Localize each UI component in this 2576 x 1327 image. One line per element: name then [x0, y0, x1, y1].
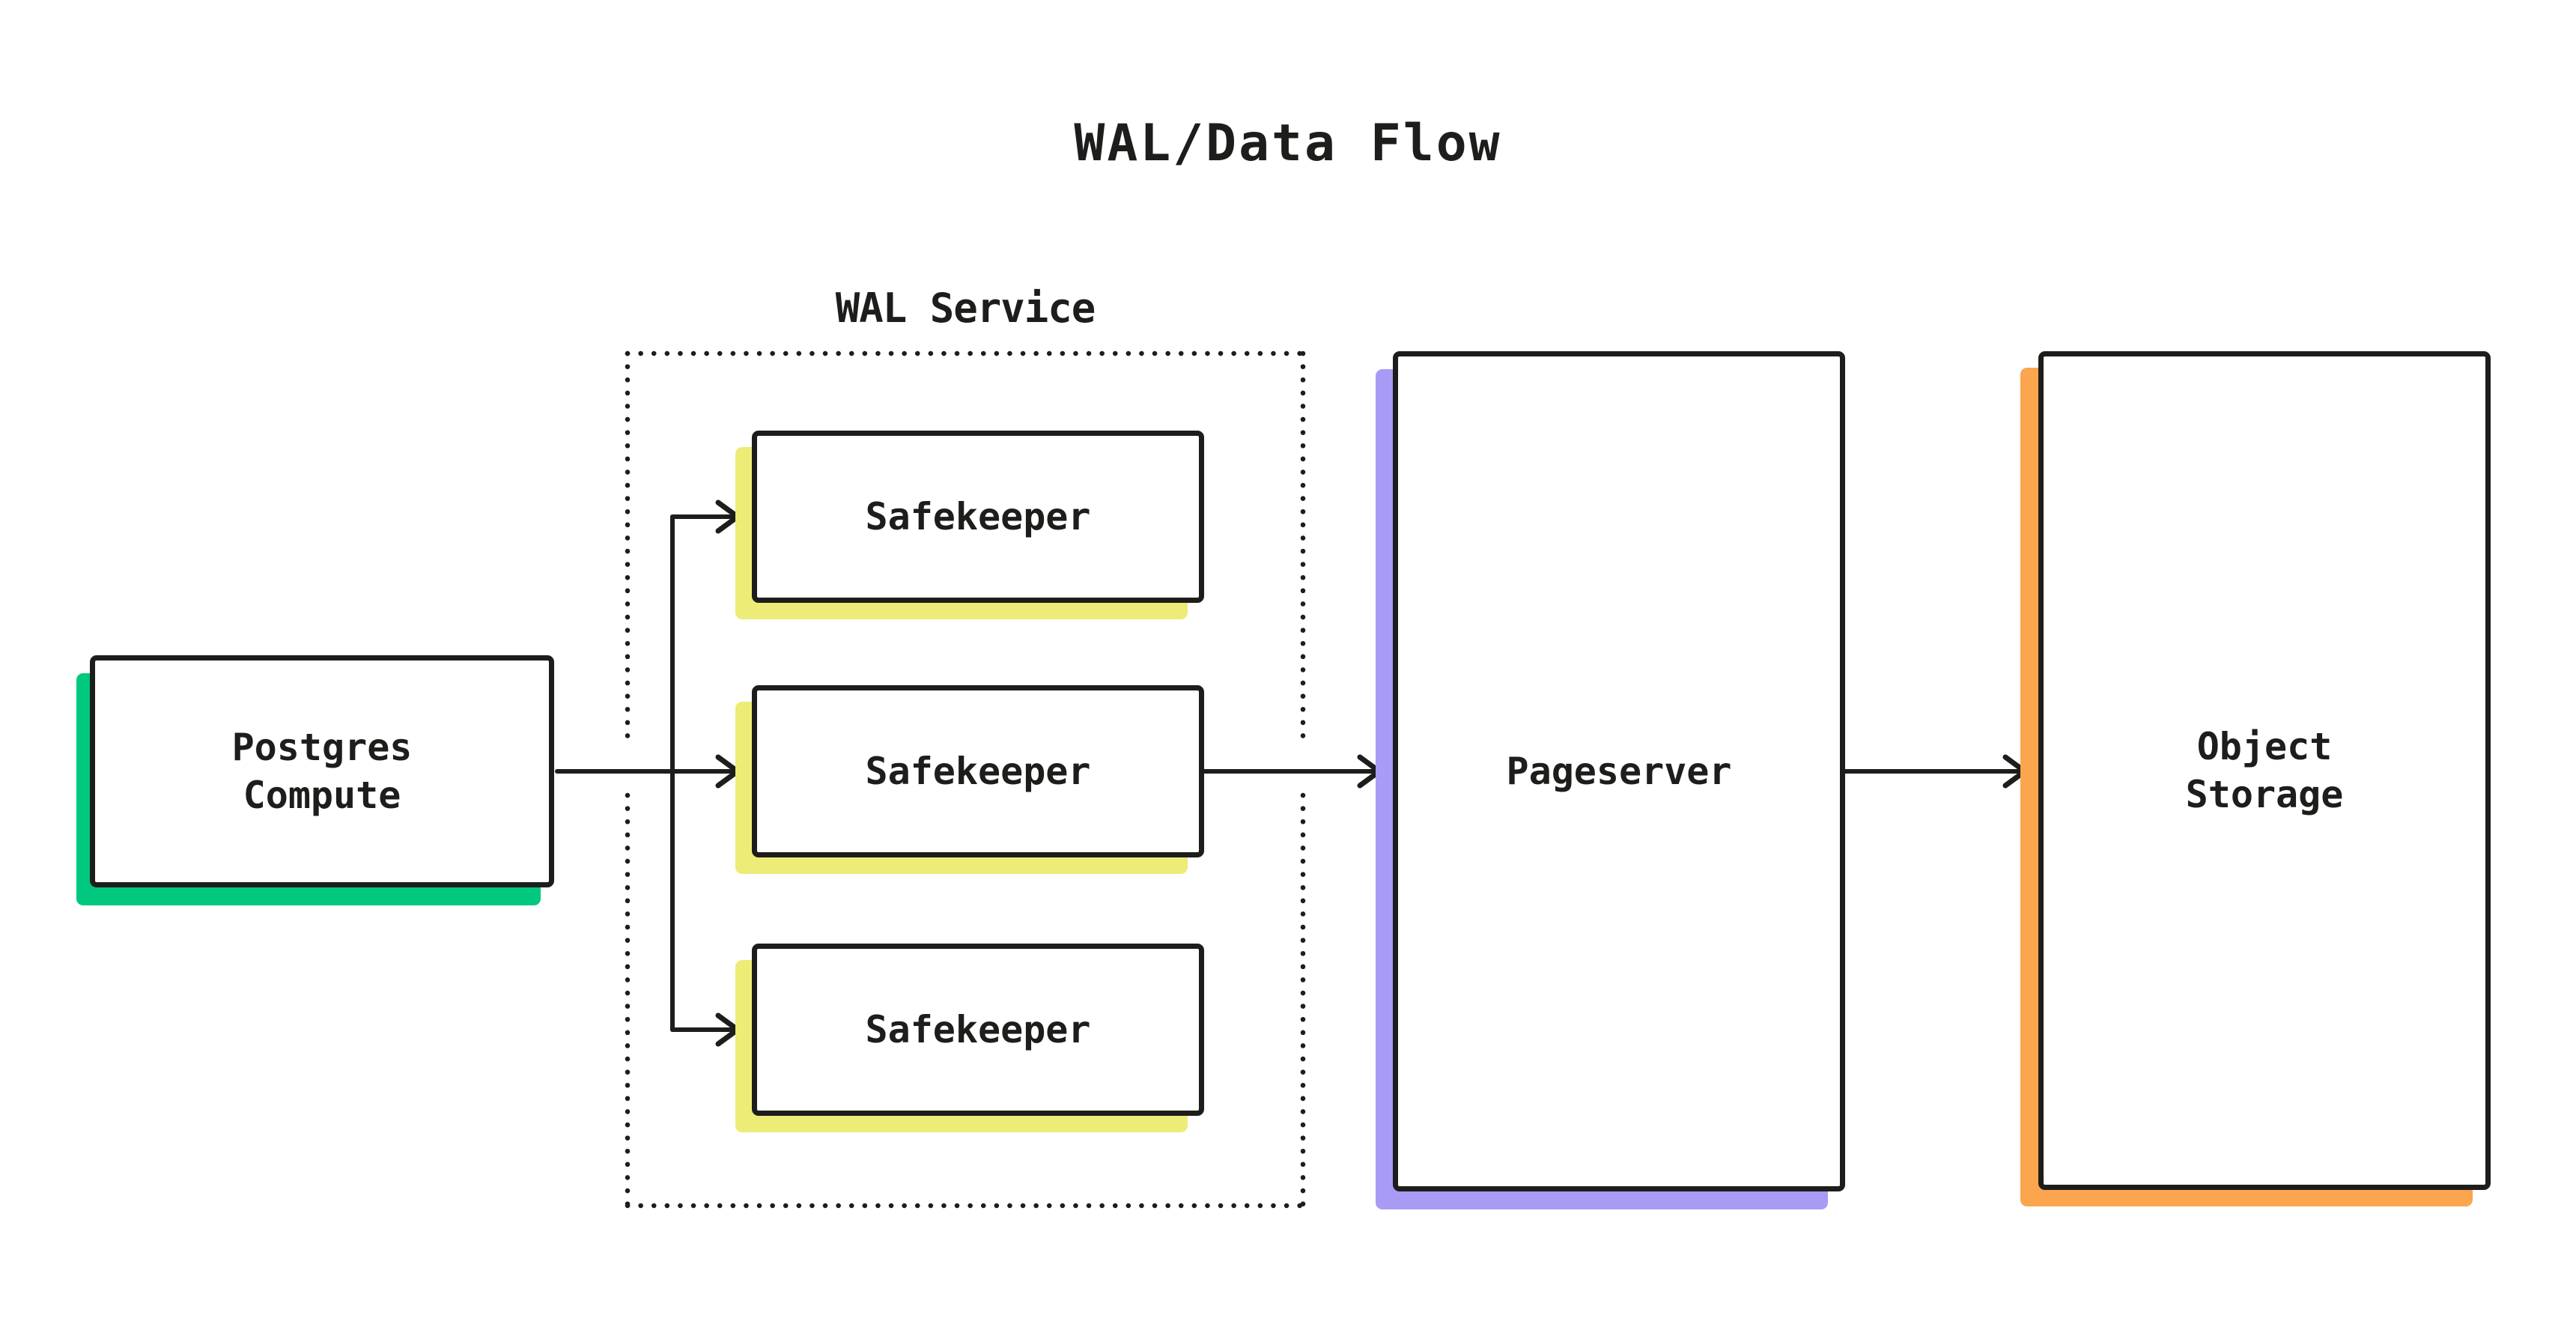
node-safekeeper-2-label: Safekeeper — [865, 750, 1091, 793]
node-object-storage: Object Storage — [2038, 351, 2491, 1190]
arrowhead-object-storage — [2002, 754, 2028, 789]
arrowhead-safekeeper-3 — [715, 1012, 741, 1047]
node-pageserver: Pageserver — [1393, 351, 1845, 1191]
arrowhead-safekeeper-2 — [715, 754, 741, 789]
node-postgres-compute: Postgres Compute — [90, 655, 554, 887]
node-safekeeper-3: Safekeeper — [752, 944, 1204, 1116]
arrowhead-safekeeper-1 — [715, 499, 741, 534]
arrowhead-pageserver — [1357, 754, 1382, 789]
wal-service-group-label: WAL Service — [835, 285, 1096, 332]
node-safekeeper-1-label: Safekeeper — [865, 495, 1091, 538]
node-safekeeper-1: Safekeeper — [752, 431, 1204, 603]
node-object-storage-label: Object Storage — [2185, 725, 2344, 816]
node-safekeeper-3-label: Safekeeper — [865, 1008, 1091, 1051]
diagram-title: WAL/Data Flow — [1074, 114, 1502, 173]
node-postgres-compute-label: Postgres Compute — [231, 726, 413, 817]
node-pageserver-label: Pageserver — [1506, 750, 1732, 793]
node-safekeeper-2: Safekeeper — [752, 685, 1204, 857]
